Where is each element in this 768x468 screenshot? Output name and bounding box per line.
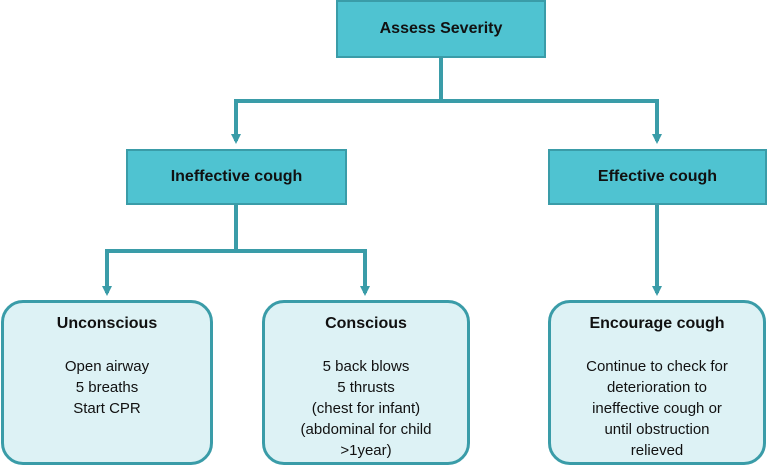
card-conscious-line: 5 thrusts <box>337 379 395 396</box>
card-encourage-cough-line: relieved <box>630 442 684 459</box>
card-conscious: Conscious 5 back blows 5 thrusts (chest … <box>262 300 470 465</box>
card-encourage-cough-line: deterioration to <box>606 379 708 396</box>
card-unconscious-line: 5 breaths <box>75 379 139 396</box>
card-encourage-cough-line: Continue to check for <box>586 358 728 375</box>
card-encourage-cough-line: ineffective cough or <box>592 400 722 417</box>
card-unconscious-line: Open airway <box>64 358 150 375</box>
node-ineffective-cough-label: Ineffective cough <box>170 168 303 185</box>
node-effective-cough: Effective cough <box>548 149 767 205</box>
card-encourage-cough: Encourage cough Continue to check for de… <box>548 300 766 465</box>
card-conscious-line: (chest for infant) <box>311 400 421 417</box>
card-conscious-line: (abdominal for child <box>300 421 432 438</box>
node-effective-cough-label: Effective cough <box>597 168 718 185</box>
card-encourage-cough-line: until obstruction <box>604 421 710 438</box>
card-conscious-line: 5 back blows <box>322 358 410 375</box>
node-ineffective-cough: Ineffective cough <box>126 149 347 205</box>
card-conscious-line: >1year) <box>340 442 392 459</box>
card-encourage-cough-title: Encourage cough <box>589 315 725 332</box>
node-assess-severity-label: Assess Severity <box>379 20 503 37</box>
card-conscious-title: Conscious <box>325 315 407 332</box>
card-unconscious-line: Start CPR <box>73 400 141 417</box>
node-assess-severity: Assess Severity <box>336 0 546 58</box>
card-unconscious-title: Unconscious <box>56 315 158 332</box>
card-unconscious: Unconscious Open airway 5 breaths Start … <box>1 300 213 465</box>
